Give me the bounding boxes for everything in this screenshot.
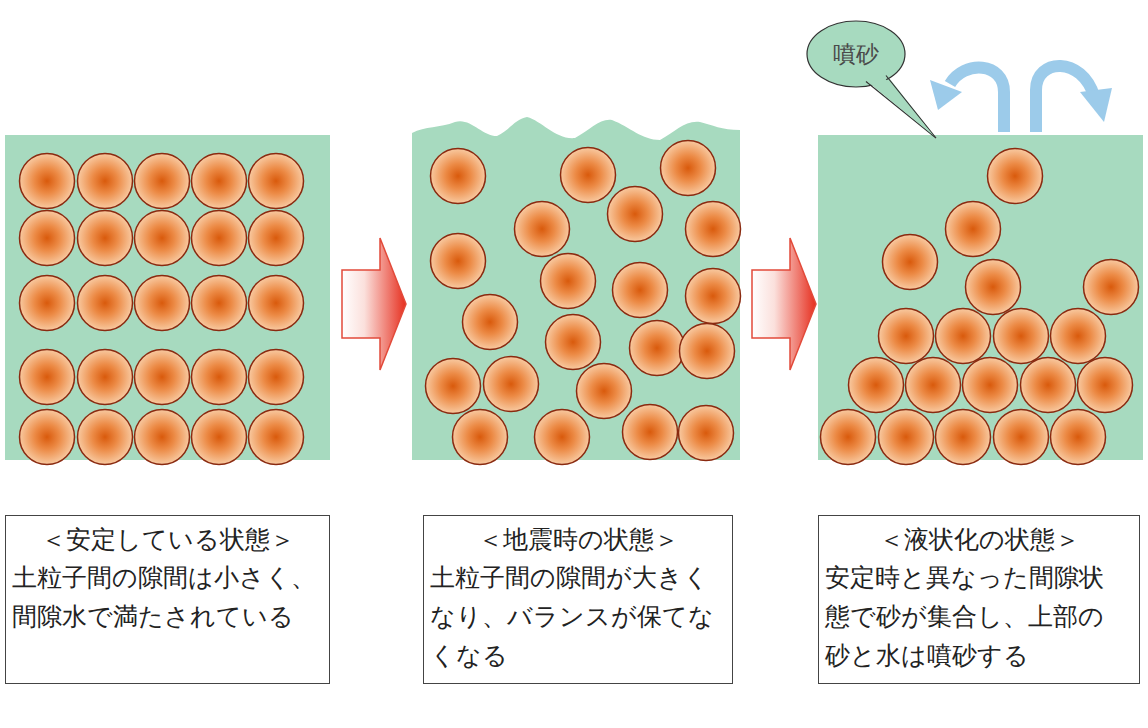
state-description: 土粒子間の隙間が大きく なり、バランスが保てな くなる: [430, 558, 720, 675]
soil-grain: [630, 321, 685, 376]
soil-grain: [535, 410, 590, 465]
description-box: ＜地震時の状態＞土粒子間の隙間が大きく なり、バランスが保てな くなる: [423, 515, 733, 684]
bubble-label: 噴砂: [806, 20, 906, 88]
bubble-tail: [866, 74, 936, 138]
soil-grain: [192, 276, 247, 331]
soil-grain: [20, 154, 75, 209]
soil-grain: [453, 410, 508, 465]
state-heading: ＜地震時の状態＞: [424, 522, 732, 558]
soil-grain: [78, 410, 133, 465]
boil-arrow-shaft: [1036, 66, 1094, 132]
soil-grain: [431, 149, 486, 204]
soil-grain: [994, 410, 1049, 465]
soil-grains: [426, 141, 741, 465]
soil-grain: [135, 350, 190, 405]
soil-grain: [1051, 309, 1106, 364]
soil-grain: [20, 211, 75, 266]
soil-grain: [879, 410, 934, 465]
soil-grain: [946, 202, 1001, 257]
soil-grains: [821, 149, 1139, 465]
soil-grain: [135, 211, 190, 266]
boil-arrow-head: [930, 80, 962, 110]
soil-grain: [20, 410, 75, 465]
sand-boil-arrows: [930, 66, 1112, 132]
soil-grain: [936, 410, 991, 465]
soil-grain: [484, 357, 539, 412]
soil-grain: [879, 309, 934, 364]
soil-grain: [541, 254, 596, 309]
soil-grain: [20, 350, 75, 405]
state-heading: ＜液状化の状態＞: [819, 522, 1139, 558]
soil-grain: [679, 406, 734, 461]
soil-grain: [426, 359, 481, 414]
soil-grains: [20, 154, 304, 465]
soil-grain: [135, 410, 190, 465]
soil-grain: [661, 141, 716, 196]
water-panel: [818, 135, 1143, 460]
soil-grain: [431, 234, 486, 289]
soil-grain: [883, 235, 938, 290]
soil-grain: [78, 154, 133, 209]
bubble-tail-fill: [868, 77, 934, 136]
soil-grain: [192, 410, 247, 465]
boil-arrow-head: [1080, 88, 1112, 122]
soil-grain: [966, 260, 1021, 315]
soil-grain: [515, 202, 570, 257]
soil-grain: [1021, 358, 1076, 413]
soil-grain: [249, 276, 304, 331]
soil-grain: [988, 149, 1043, 204]
transition-arrow: [752, 238, 816, 370]
soil-grain: [680, 324, 735, 379]
soil-grain: [192, 211, 247, 266]
state-heading: ＜安定している状態＞: [6, 522, 329, 558]
speech-bubble: 噴砂: [806, 20, 906, 88]
water-panel: [412, 117, 740, 460]
soil-grain: [994, 309, 1049, 364]
soil-grain: [135, 154, 190, 209]
soil-grain: [249, 211, 304, 266]
soil-grain: [613, 263, 668, 318]
transition-arrow: [342, 238, 406, 370]
soil-grain: [192, 350, 247, 405]
soil-grain: [686, 269, 741, 324]
bubble-outline: [807, 21, 905, 87]
boil-arrow-shaft: [950, 68, 1004, 132]
soil-grain: [936, 309, 991, 364]
soil-grain: [577, 364, 632, 419]
soil-grain: [546, 315, 601, 370]
soil-grain: [249, 350, 304, 405]
soil-grain: [561, 148, 616, 203]
description-box: ＜安定している状態＞土粒子間の隙間は小さく、 間隙水で満たされている: [5, 515, 330, 684]
soil-grain: [249, 410, 304, 465]
soil-grain: [849, 358, 904, 413]
soil-grain: [906, 358, 961, 413]
soil-grain: [963, 358, 1018, 413]
soil-grain: [463, 295, 518, 350]
soil-grain: [821, 410, 876, 465]
soil-grain: [1078, 358, 1133, 413]
soil-grain: [608, 187, 663, 242]
soil-grain: [1051, 410, 1106, 465]
description-box: ＜液状化の状態＞安定時と異なった間隙状 態で砂が集合し、上部の 砂と水は噴砂する: [818, 515, 1140, 684]
state-description: 土粒子間の隙間は小さく、 間隙水で満たされている: [12, 558, 324, 636]
soil-grain: [623, 405, 678, 460]
soil-grain: [78, 211, 133, 266]
soil-grain: [686, 202, 741, 257]
soil-grain: [192, 154, 247, 209]
bubble-tail-outline: [866, 76, 936, 139]
soil-grain: [78, 276, 133, 331]
soil-grain: [135, 276, 190, 331]
soil-grain: [1084, 260, 1139, 315]
soil-grain: [249, 154, 304, 209]
state-description: 安定時と異なった間隙状 態で砂が集合し、上部の 砂と水は噴砂する: [825, 558, 1115, 675]
soil-grain: [78, 350, 133, 405]
soil-grain: [20, 276, 75, 331]
